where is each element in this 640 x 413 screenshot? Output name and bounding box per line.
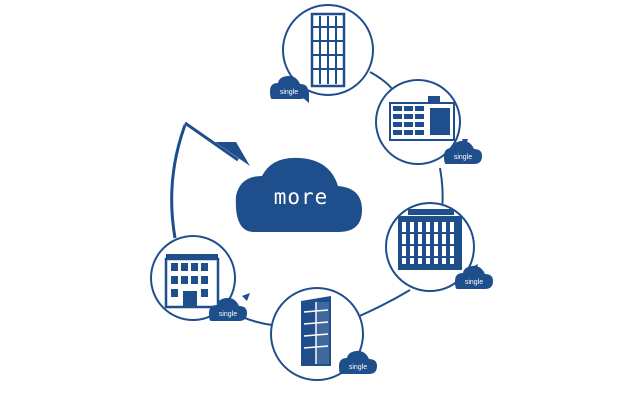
building-icon xyxy=(389,96,455,141)
building-icon xyxy=(164,254,220,309)
center-cloud: more xyxy=(235,157,362,232)
single-cloud-icon: single xyxy=(209,297,247,321)
node-office-block: single xyxy=(375,79,482,165)
single-cloud-label: single xyxy=(219,311,237,318)
connector-5 xyxy=(170,124,187,239)
node-slim-tower: single xyxy=(270,287,377,381)
node-wide-building: single xyxy=(385,202,493,292)
single-cloud-icon: single xyxy=(455,265,493,289)
single-cloud-icon: single xyxy=(444,140,482,164)
arrow-head-icon xyxy=(242,293,250,301)
single-cloud-label: single xyxy=(280,89,298,96)
building-icon xyxy=(310,12,346,88)
single-cloud-icon: single xyxy=(270,75,308,99)
connector-1 xyxy=(369,71,394,91)
single-cloud-icon: single xyxy=(339,350,377,374)
single-cloud-label: single xyxy=(465,279,483,286)
node-low-building: single xyxy=(150,235,247,321)
center-cloud-label: more xyxy=(274,185,329,209)
arrow-head-icon xyxy=(215,142,250,166)
single-cloud-label: single xyxy=(454,154,472,161)
building-icon xyxy=(398,209,462,270)
single-cloud-label: single xyxy=(349,364,367,371)
arrow-to-center xyxy=(184,121,239,162)
connector-3 xyxy=(354,289,411,319)
node-tall-tower: single xyxy=(270,4,374,99)
building-icon xyxy=(301,296,331,366)
